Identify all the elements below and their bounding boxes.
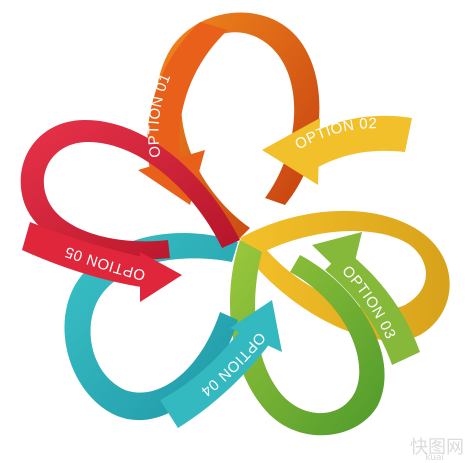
petal-option-05 (20, 120, 240, 302)
ribbon-option-03 (230, 240, 385, 436)
arrow-head-option-03 (312, 232, 362, 282)
arrow-head-option-05 (140, 252, 182, 302)
arrow-head-option-04 (230, 300, 282, 352)
watermark-sub: kuai (425, 453, 444, 463)
arrow-head-option-02 (262, 118, 320, 185)
ribbon-band-option-02 (300, 115, 412, 172)
petal-option-03 (230, 232, 420, 436)
ribbon-band-option-04 (160, 318, 276, 428)
ribbon-band-option-01 (147, 22, 228, 170)
watermark: 快图网 (410, 437, 464, 458)
ribbon-band-option-05 (22, 222, 148, 288)
petal-option-01 (138, 12, 320, 240)
ribbon-option-05 (20, 120, 240, 260)
